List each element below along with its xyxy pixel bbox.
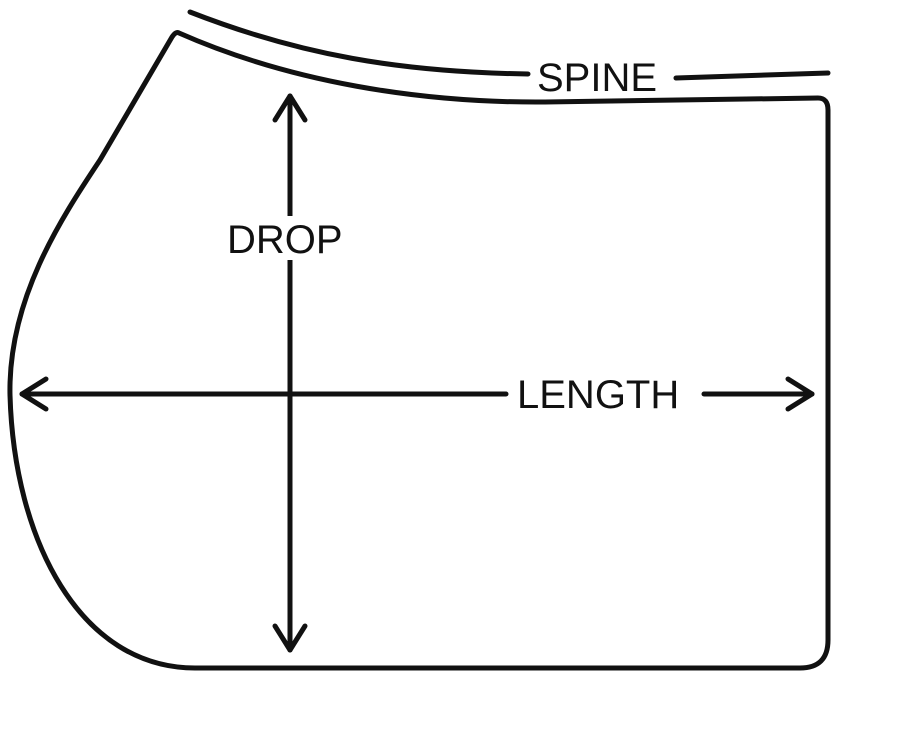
drop-arrow: [272, 93, 308, 653]
drop-label-background: [224, 216, 358, 260]
spine-outer-line-right: [673, 70, 831, 81]
drop-arrow-head-top: [272, 93, 308, 123]
saddle-pad-outline: [7, 30, 831, 671]
drop-label: DROP: [227, 218, 343, 262]
length-arrow: [19, 376, 815, 412]
spine-outer-line: [187, 9, 531, 77]
length-label: LENGTH: [517, 373, 679, 417]
length-arrow-head-left: [19, 376, 49, 412]
drop-arrow-head-bottom: [272, 623, 308, 653]
length-arrow-head-right: [785, 376, 815, 412]
spine-label: SPINE: [537, 56, 657, 100]
